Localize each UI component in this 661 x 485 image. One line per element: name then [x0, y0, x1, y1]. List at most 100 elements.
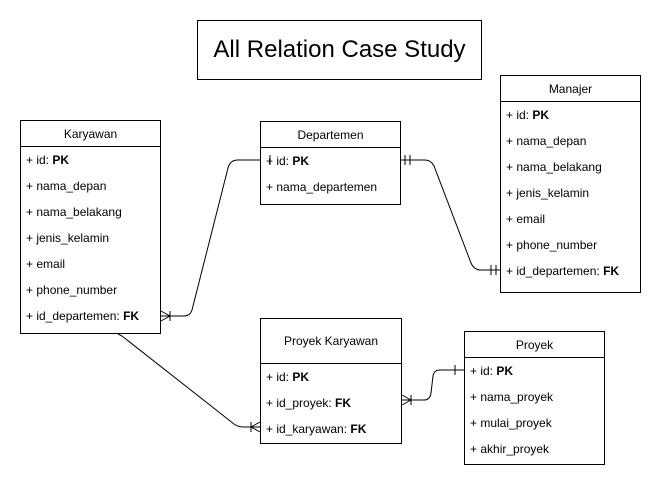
attribute-prefix: + [470, 390, 481, 404]
attribute-row: + akhir_proyek [465, 436, 604, 462]
attribute-row: + nama_depan [501, 128, 640, 154]
attribute-list: + id: PK+ nama_proyek+ mulai_proyek+ akh… [465, 358, 604, 462]
attribute-key: FK [123, 309, 140, 323]
entity-departemen[interactable]: Departemen + id: PK + nama_departemen [260, 121, 401, 205]
attribute-name: jenis_kelamin [36, 231, 110, 245]
attribute-row: + id: PK [501, 102, 640, 128]
attribute-prefix: + [470, 364, 481, 378]
attribute-name: nama_belakang [516, 160, 602, 174]
relationship-departemen-manajer [401, 159, 500, 271]
relationship-departemen-karyawan [161, 159, 260, 317]
attribute-prefix: + [26, 309, 37, 323]
attribute-prefix: + [506, 108, 517, 122]
attribute-name: id: [276, 154, 293, 168]
attribute-key: PK [496, 364, 514, 378]
attribute-list: + id: PK+ nama_depan+ nama_belakang+ jen… [501, 102, 640, 284]
entity-header: Proyek Karyawan [261, 319, 401, 364]
attribute-prefix: + [26, 257, 37, 271]
crowfoot-pk-proyek-2 [401, 399, 412, 406]
attribute-name: jenis_kelamin [516, 186, 590, 200]
attribute-prefix: + [470, 442, 481, 456]
attribute-row: + phone_number [21, 277, 160, 303]
attribute-prefix: + [470, 416, 481, 430]
attribute-name: id_proyek: [276, 396, 336, 410]
attribute-row: + id_departemen: FK [21, 303, 160, 329]
entity-karyawan[interactable]: Karyawan + id: PK+ nama_depan+ nama_bela… [20, 120, 161, 334]
attribute-key: PK [532, 108, 550, 122]
attribute-row: + phone_number [501, 232, 640, 258]
attribute-name: id_departemen: [36, 309, 124, 323]
attribute-row: + email [21, 251, 160, 277]
attribute-key: PK [292, 154, 310, 168]
attribute-name: phone_number [516, 238, 598, 252]
attribute-prefix: + [506, 160, 517, 174]
attribute-prefix: + [506, 134, 517, 148]
entity-header: Karyawan [21, 121, 160, 147]
attribute-key: PK [52, 153, 70, 167]
attribute-name: id: [516, 108, 533, 122]
attribute-row: + nama_proyek [465, 384, 604, 410]
attribute-name: id_karyawan: [276, 422, 351, 436]
attribute-row: + id: PK [21, 147, 160, 173]
attribute-prefix: + [506, 238, 517, 252]
attribute-name: id: [276, 370, 293, 384]
attribute-prefix: + [26, 231, 37, 245]
entity-header: Manajer [501, 76, 640, 102]
attribute-prefix: + [26, 205, 37, 219]
crowfoot-pk-karyawan-1 [250, 421, 261, 428]
attribute-key: PK [292, 370, 310, 384]
attribute-row: + id_proyek: FK [261, 390, 401, 416]
crowfoot-pk-karyawan-2 [250, 426, 261, 433]
attribute-name: mulai_proyek [480, 416, 552, 430]
attribute-row: + email [501, 206, 640, 232]
entity-proyek[interactable]: Proyek + id: PK+ nama_proyek+ mulai_proy… [464, 331, 605, 465]
attribute-name: id: [36, 153, 53, 167]
entity-header: Departemen [261, 122, 400, 148]
entity-manajer[interactable]: Manajer + id: PK+ nama_depan+ nama_belak… [500, 75, 641, 293]
attribute-name: email [36, 257, 66, 271]
attribute-name: id: [480, 364, 497, 378]
crowfoot-karyawan-1 [160, 310, 171, 317]
attribute-row: + jenis_kelamin [501, 180, 640, 206]
attribute-list: + id: PK+ nama_depan+ nama_belakang+ jen… [21, 147, 160, 329]
attribute-key: FK [335, 396, 352, 410]
attribute-row: + id: PK [261, 364, 401, 390]
crowfoot-karyawan-2 [160, 315, 171, 322]
relationship-karyawan-proyekkaryawan [117, 333, 260, 428]
attribute-row: + jenis_kelamin [21, 225, 160, 251]
attribute-row: + mulai_proyek [465, 410, 604, 436]
attribute-prefix: + [26, 153, 37, 167]
attribute-row: + id_karyawan: FK [261, 416, 401, 442]
attribute-name: phone_number [36, 283, 118, 297]
attribute-prefix: + [506, 264, 517, 278]
entity-header: Proyek [465, 332, 604, 358]
entity-proyek-karyawan[interactable]: Proyek Karyawan + id: PK+ id_proyek: FK+… [260, 318, 402, 444]
attribute-name: id_departemen: [516, 264, 604, 278]
attribute-list: + id: PK + nama_departemen [261, 148, 400, 200]
attribute-key: FK [350, 422, 367, 436]
attribute-name: nama_depan [516, 134, 587, 148]
attribute-name: nama_departemen [276, 180, 378, 194]
attribute-name: nama_belakang [36, 205, 122, 219]
attribute-prefix: + [266, 180, 277, 194]
attribute-prefix: + [506, 186, 517, 200]
attribute-name: nama_depan [36, 179, 107, 193]
relationship-proyek-proyekkaryawan [402, 369, 464, 401]
attribute-row: + id_departemen: FK [501, 258, 640, 284]
diagram-title: All Relation Case Study [197, 20, 482, 80]
attribute-prefix: + [26, 179, 37, 193]
attribute-name: akhir_proyek [480, 442, 550, 456]
attribute-row: + id: PK [465, 358, 604, 384]
attribute-row: + nama_depan [21, 173, 160, 199]
attribute-list: + id: PK+ id_proyek: FK+ id_karyawan: FK [261, 364, 401, 442]
attribute-row: + nama_belakang [21, 199, 160, 225]
attribute-prefix: + [266, 422, 277, 436]
attribute-row: + nama_departemen [261, 174, 400, 200]
attribute-prefix: + [506, 212, 517, 226]
attribute-row: + nama_belakang [501, 154, 640, 180]
attribute-prefix: + [26, 283, 37, 297]
attribute-name: nama_proyek [480, 390, 554, 404]
attribute-prefix: + [266, 396, 277, 410]
attribute-key: FK [603, 264, 620, 278]
